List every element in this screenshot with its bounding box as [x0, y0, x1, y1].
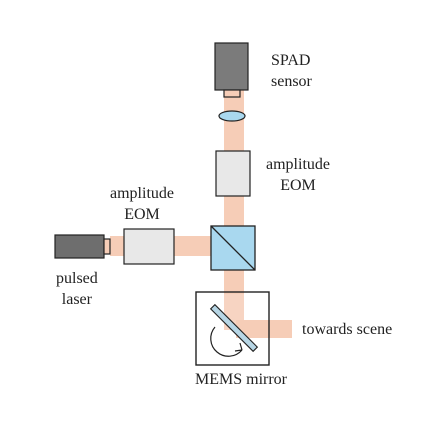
lens — [218, 110, 246, 122]
spad-sensor-body — [214, 42, 249, 91]
amp-left-line1: amplitude — [110, 185, 174, 202]
rotation-arrow — [210, 326, 243, 357]
beam-towards-scene — [236, 320, 292, 338]
amp-top-line1: amplitude — [266, 156, 330, 173]
mems-mirror-label: MEMS mirror — [195, 371, 287, 388]
amp-top-line2: EOM — [280, 177, 316, 194]
mems-mirror-box — [195, 291, 270, 366]
spad-label-line1: SPAD — [271, 52, 311, 69]
amp-left-line2: EOM — [124, 206, 160, 223]
amplitude-eom-top — [215, 150, 251, 197]
amplitude-eom-left-label: amplitude EOM — [110, 183, 174, 225]
towards-scene-label: towards scene — [302, 321, 393, 338]
beam-vertical-lower — [224, 270, 244, 294]
pulsed-laser-body — [54, 234, 105, 259]
spad-sensor-label: SPAD sensor — [271, 50, 312, 92]
pulsed-laser-label: pulsed laser — [56, 268, 98, 310]
laser-line2: laser — [61, 291, 92, 308]
spad-label-line2: sensor — [271, 73, 312, 90]
mems-mirror-plate — [209, 303, 259, 353]
spad-sensor-window — [223, 89, 241, 98]
rotation-arrowhead — [234, 342, 243, 352]
amplitude-eom-top-label: amplitude EOM — [266, 154, 330, 196]
pulsed-laser-aperture — [103, 238, 111, 255]
amplitude-eom-left — [123, 228, 175, 265]
beamsplitter-diagonal — [210, 225, 256, 271]
laser-line1: pulsed — [56, 270, 98, 287]
